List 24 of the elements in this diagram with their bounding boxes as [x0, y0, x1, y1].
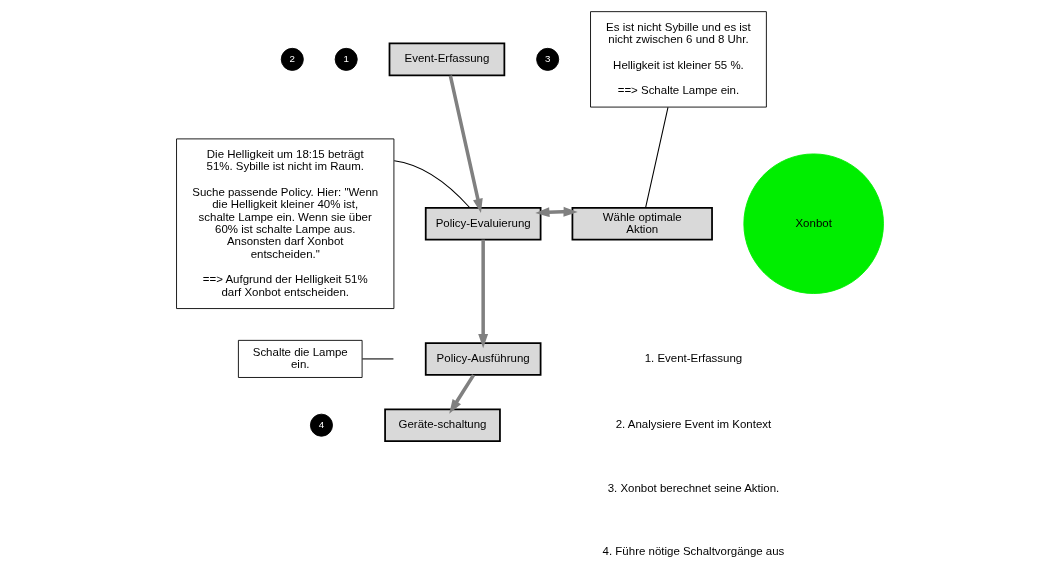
arrow: [477, 239, 488, 349]
node-circle: 3: [535, 47, 559, 71]
arrow: [534, 206, 578, 218]
node-box: Die Helligkeit um 18:15 beträgt 51%. Sybille ist nicht im Raum. Suche passende Policy. Hier: "Wenn die Helligkeit kleiner 40% ist, schalte Lampe ein. Wenn sie über 60% ist schalte Lampe aus. Ansonsten darf Xonbot entscheiden." ==> Aufgrund der Helligkeit 51% darf Xonbot entscheiden.: [175, 138, 394, 309]
node-box: Event-Erfassung: [388, 42, 505, 77]
label: 4. Führe nötige Schaltvorgänge aus: [602, 545, 784, 558]
node-circle: 1: [334, 47, 358, 71]
label: 2. Analysiere Event im Kontext: [615, 418, 771, 431]
node-circle: 4: [309, 413, 333, 437]
connector: [361, 358, 394, 360]
label: 3. Xonbot berechnet seine Aktion.: [607, 481, 779, 494]
connector: [393, 160, 470, 209]
node-box: Es ist nicht Sybille und es ist nicht zwischen 6 und 8 Uhr. Helligkeit ist kleiner 55 %. ==> Schalte Lampe ein.: [589, 11, 767, 108]
node-box: Wähle optimale Aktion: [571, 206, 713, 241]
node-box: Schalte die Lampe ein.: [237, 339, 363, 378]
node-circle: Xonbot: [742, 153, 884, 294]
node-circle: 2: [280, 47, 304, 71]
arrow: [448, 75, 483, 213]
label: 1. Event-Erfassung: [644, 351, 742, 364]
node-box: Policy-Evaluierung: [424, 206, 541, 241]
arrow: [448, 374, 475, 414]
connector: [644, 106, 668, 209]
node-box: Policy-Ausführung: [424, 342, 541, 376]
node-box: Geräte-schaltung: [383, 408, 501, 442]
